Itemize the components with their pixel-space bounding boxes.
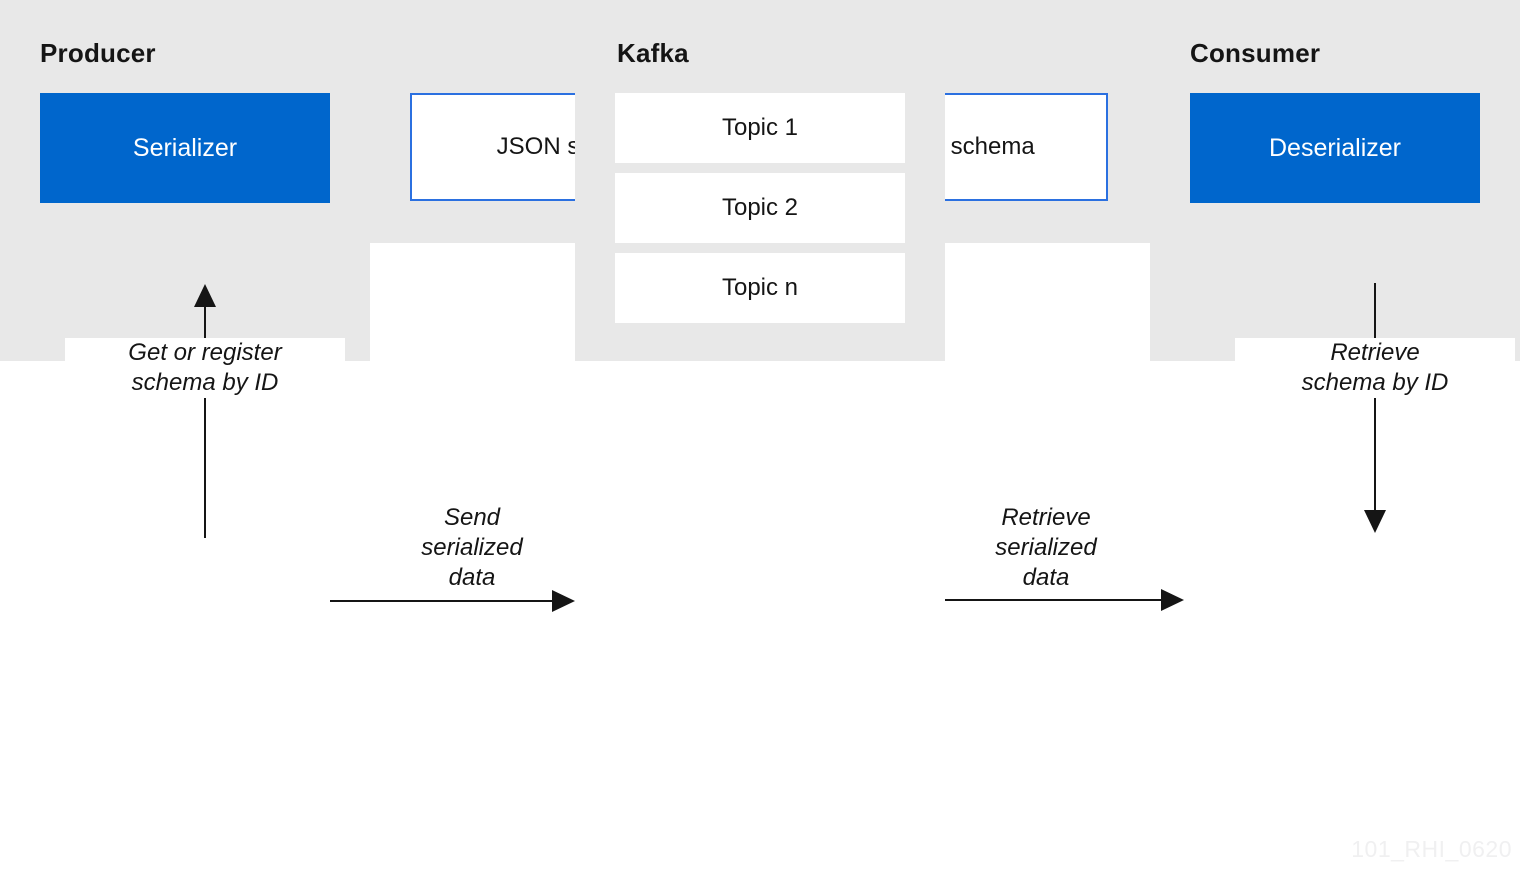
send-data-label: Send serialized data [382,503,562,593]
watermark: 101_RHI_0620 [1351,836,1512,862]
serializer-box: Serializer [40,93,330,203]
kafka-panel: Kafka Topic 1 Topic 2 Topic n [575,0,945,361]
retrieve-data-label: Retrieve serialized data [956,503,1136,593]
send-data-label-line3: data [448,564,496,591]
retrieve-data-label-line1: Retrieve [1001,504,1091,531]
get-register-label-line1: Get or register [128,339,282,366]
deserializer-box-label: Deserializer [1269,133,1401,162]
topic-box-n: Topic n [615,253,905,323]
producer-title: Producer [40,38,156,68]
arrowhead-right-icon [552,590,575,612]
retrieve-schema-label: Retrieve schema by ID [1235,338,1515,398]
arrowhead-down-icon [1364,510,1386,533]
topic-box-n-label: Topic n [721,274,799,301]
topic-box-1-label: Topic 1 [721,114,799,141]
topic-box-2: Topic 2 [615,173,905,243]
send-data-label-line1: Send [443,504,501,531]
retrieve-data-arrow-line [945,599,1164,601]
send-data-label-line2: serialized [421,534,523,561]
consumer-panel: Consumer Deserializer [1150,0,1520,361]
get-register-label: Get or register schema by ID [65,338,345,398]
arrowhead-up-icon [194,284,216,307]
producer-panel: Producer Serializer [0,0,370,361]
get-register-label-line2: schema by ID [131,369,279,396]
retrieve-schema-label-line2: schema by ID [1301,369,1449,396]
get-register-arrow-line [204,305,206,538]
retrieve-data-label-line3: data [1022,564,1070,591]
topic-box-2-label: Topic 2 [721,194,799,221]
serializer-box-label: Serializer [132,133,238,162]
deserializer-box: Deserializer [1190,93,1480,203]
topic-box-1: Topic 1 [615,93,905,163]
consumer-title: Consumer [1190,38,1321,68]
retrieve-schema-label-line1: Retrieve [1330,339,1420,366]
kafka-title: Kafka [617,38,689,68]
arrowhead-right-icon [1161,589,1184,611]
retrieve-data-label-line2: serialized [995,534,1097,561]
send-data-arrow-line [330,600,555,602]
